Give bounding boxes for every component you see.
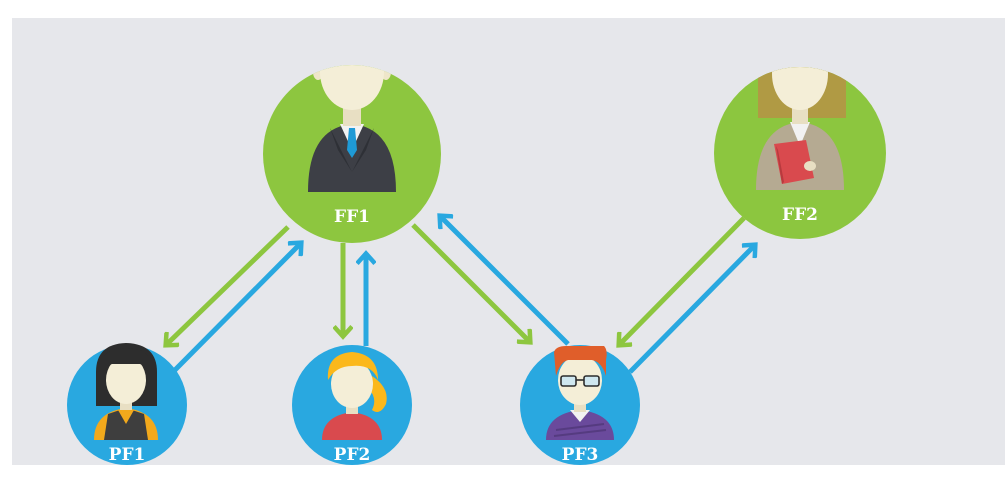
node-ff2: FF2 [714,67,886,239]
node-ff1-label: FF1 [334,207,370,227]
node-pf2-label: PF2 [334,445,371,465]
arrow-pf3-to-ff1 [440,216,570,346]
node-pf3-label: PF3 [562,445,599,465]
node-ff1: FF1 [263,65,441,243]
arrow-ff1-to-pf3 [411,223,530,342]
arrow-pf1-to-ff1 [170,243,301,375]
node-pf2: PF2 [292,345,412,465]
edge-ff1-pf3 [411,216,570,346]
arrow-ff2-to-pf3 [619,216,746,345]
node-pf1-label: PF1 [109,445,146,465]
node-pf1: PF1 [67,343,187,465]
arrow-ff1-to-pf1 [166,225,290,345]
woman-black-hair-avatar-icon [94,343,158,440]
blonde-woman-avatar-icon [322,352,387,440]
businesswoman-with-folder-avatar-icon [756,67,846,190]
edge-ff1-pf1 [166,225,301,375]
man-with-glasses-avatar-icon [546,346,614,440]
edge-ff1-pf2 [343,243,366,346]
node-ff2-label: FF2 [782,205,818,225]
edge-ff2-pf3 [619,216,755,374]
businessman-avatar-icon [308,65,396,192]
arrow-pf3-to-ff2 [628,245,755,374]
node-pf3: PF3 [520,345,640,465]
